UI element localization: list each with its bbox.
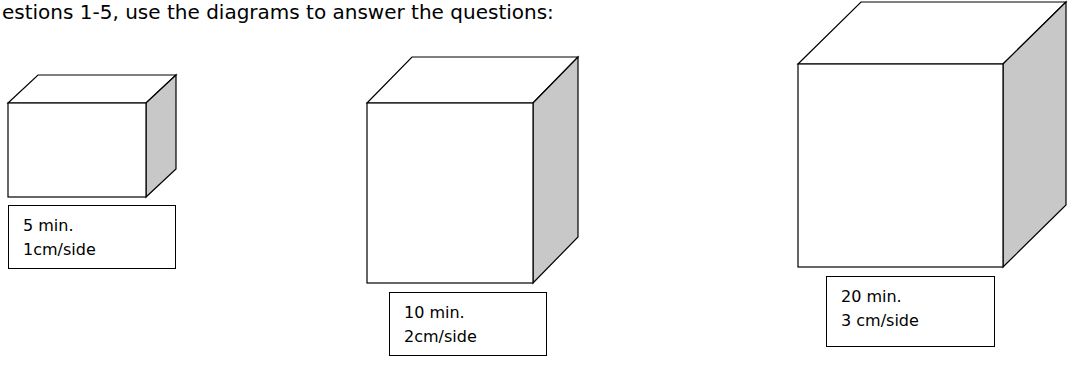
caption-box: 20 min.3 cm/side [826,276,995,347]
small-cube [8,75,176,197]
side-length-label: 3 cm/side [841,309,984,333]
instruction-heading: estions 1-5, use the diagrams to answer … [2,0,554,24]
side-length-label: 1cm/side [23,238,165,262]
time-label: 10 min. [404,301,536,325]
caption-box: 5 min.1cm/side [8,205,176,269]
time-label: 20 min. [841,285,984,309]
side-length-label: 2cm/side [404,325,536,349]
time-label: 5 min. [23,214,165,238]
large-cube [798,2,1066,267]
medium-cube [367,57,578,283]
caption-box: 10 min.2cm/side [389,292,547,356]
